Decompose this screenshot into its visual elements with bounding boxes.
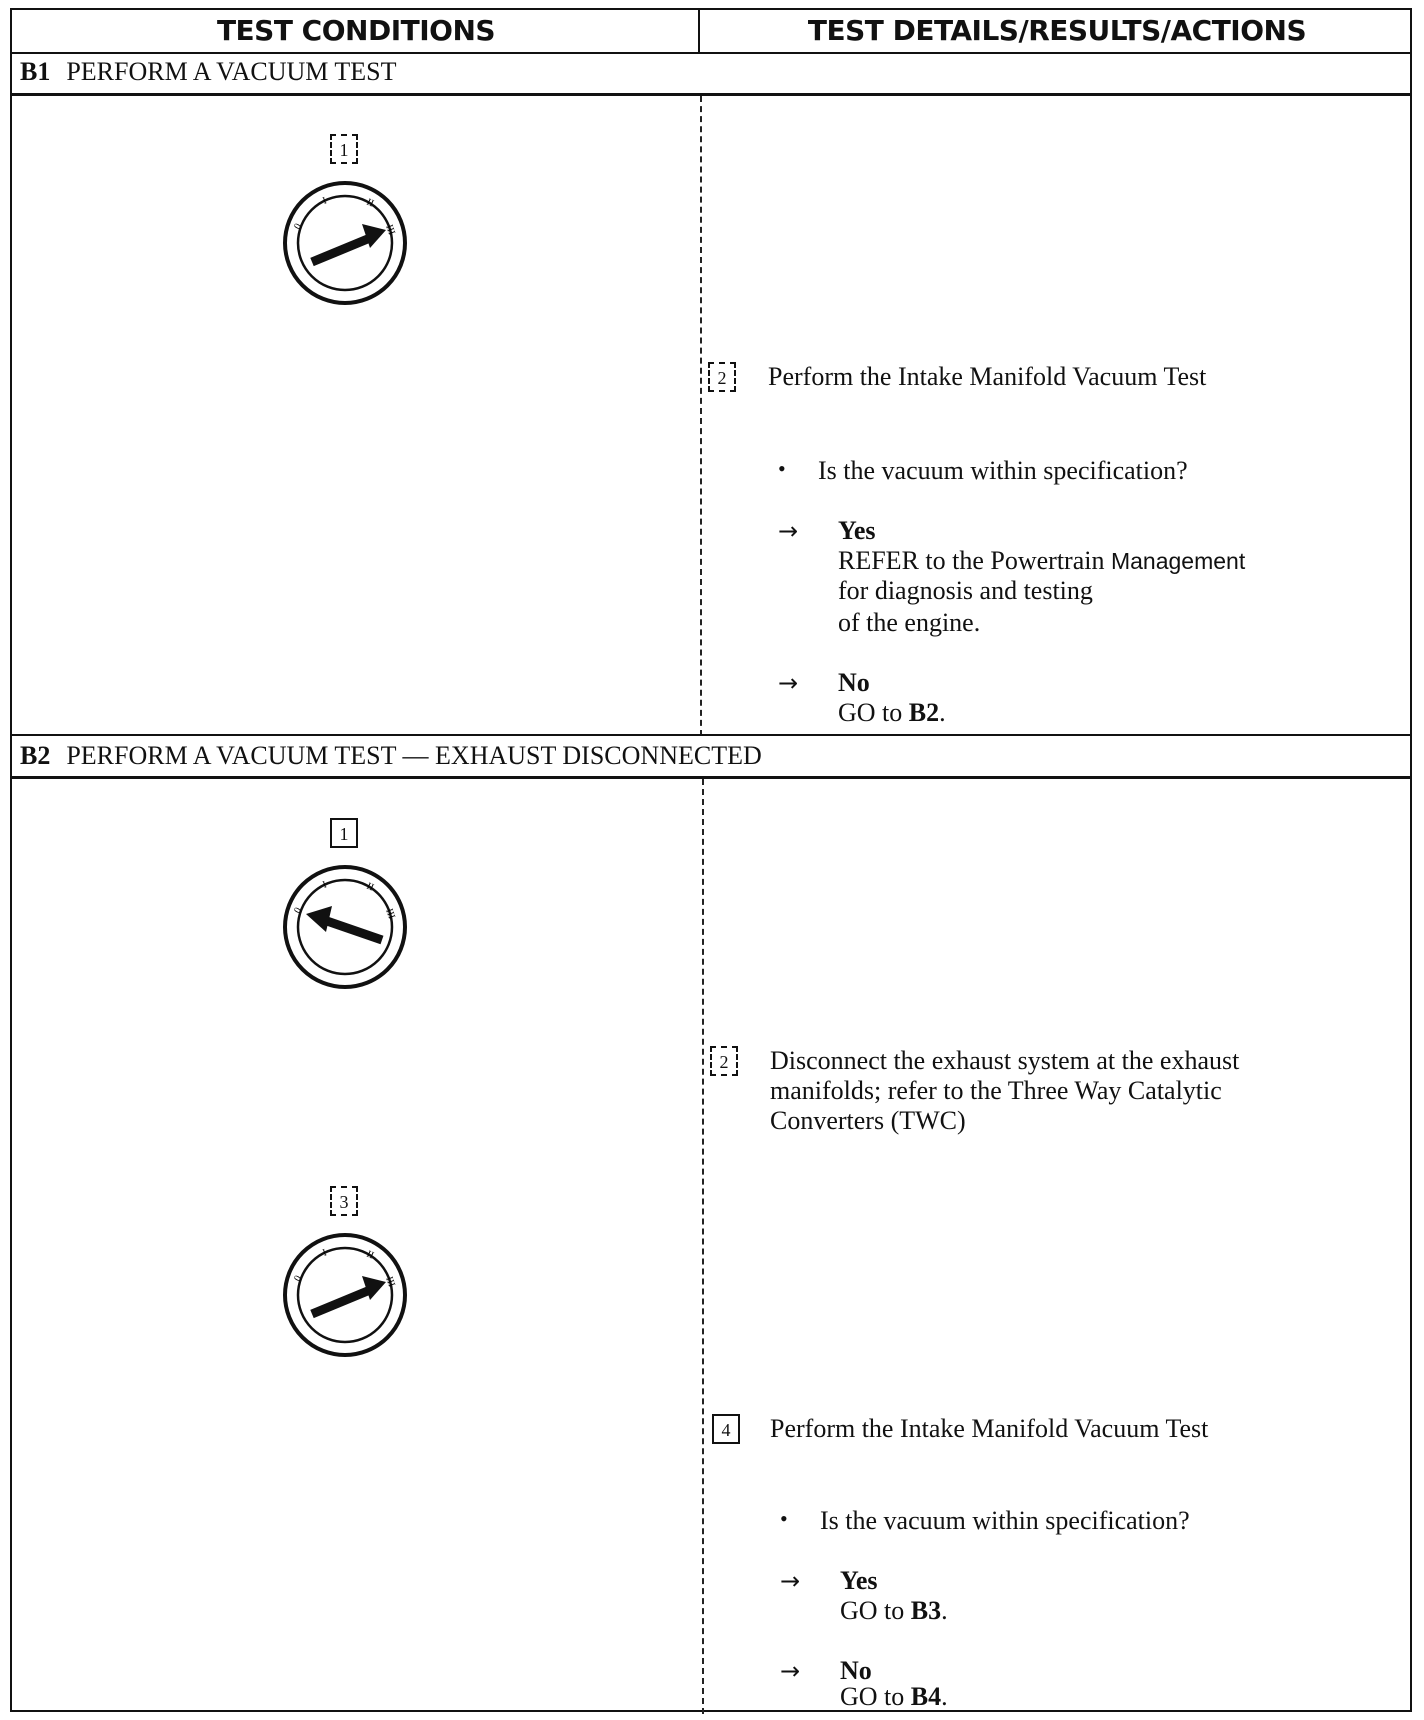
- step-box-b2-4: 4: [712, 1414, 740, 1444]
- section-rule-b1: [12, 93, 1410, 96]
- step-text-b2-4: Perform the Intake Manifold Vacuum Test: [770, 1414, 1209, 1443]
- bullet-b2: •: [780, 1506, 788, 1531]
- header-rule: [12, 52, 1410, 54]
- column-divider-b2: [702, 779, 704, 1714]
- svg-text:I: I: [321, 195, 328, 206]
- answer-yes-b1: Yes: [838, 516, 876, 545]
- question-b2: Is the vacuum within specification?: [820, 1506, 1190, 1535]
- result-yes-b1-line1-text: REFER to the Powertrain: [838, 546, 1105, 575]
- header-test-conditions: TEST CONDITIONS: [216, 14, 496, 47]
- svg-text:0: 0: [292, 222, 304, 232]
- go-prefix-b2-yes: GO to: [840, 1596, 911, 1625]
- answer-no-b1: No: [838, 668, 870, 697]
- svg-text:I: I: [321, 879, 328, 890]
- section-id-b2: B2: [20, 741, 51, 770]
- result-yes-b1-line1-tail: Management: [1110, 548, 1246, 574]
- go-target-b3-link[interactable]: B3: [910, 1596, 942, 1625]
- step-box-b1-2: 2: [708, 362, 736, 392]
- step-box-b2-2: 2: [710, 1046, 738, 1076]
- svg-text:II: II: [365, 1249, 376, 1262]
- go-suffix-b1: .: [939, 698, 946, 727]
- answer-yes-b2: Yes: [840, 1566, 878, 1595]
- section-heading-b1: PERFORM A VACUUM TEST: [66, 57, 397, 86]
- arrow-icon: →: [778, 669, 799, 697]
- section-title-b2: B2 PERFORM A VACUUM TEST — EXHAUST DISCON…: [20, 736, 762, 776]
- svg-text:II: II: [365, 881, 376, 894]
- step-box-b1-1: 1: [330, 134, 358, 164]
- svg-text:0: 0: [292, 1274, 304, 1284]
- go-prefix-b2-no: GO to: [840, 1682, 911, 1711]
- step-text-b2-2-line3: Converters (TWC): [770, 1106, 966, 1135]
- go-prefix-b1: GO to: [838, 698, 909, 727]
- answer-no-b2: No: [840, 1656, 872, 1685]
- go-target-b4-link[interactable]: B4: [910, 1682, 942, 1711]
- svg-text:I: I: [321, 1247, 328, 1258]
- svg-text:0: 0: [292, 906, 304, 916]
- result-no-b1: GO to B2.: [838, 698, 946, 728]
- step-text-b2-2-line1: Disconnect the exhaust system at the exh…: [770, 1046, 1240, 1075]
- step-text-b1-2: Perform the Intake Manifold Vacuum Test: [768, 362, 1207, 391]
- go-suffix-b2-no: .: [941, 1682, 948, 1711]
- section-id-b1: B1: [20, 57, 51, 86]
- svg-text:III: III: [383, 1275, 397, 1288]
- arrow-icon: →: [780, 1657, 801, 1685]
- section-title-b1: B1 PERFORM A VACUUM TEST: [20, 52, 397, 92]
- result-yes-b2: GO to B3.: [840, 1596, 948, 1626]
- ignition-switch-off-icon: 0 I II III: [282, 864, 408, 995]
- arrow-icon: →: [780, 1567, 801, 1595]
- step-box-b2-1: 1: [330, 818, 358, 848]
- section-top-rule-b2: [12, 734, 1410, 736]
- svg-text:III: III: [383, 907, 397, 920]
- header-divider: [698, 10, 700, 52]
- svg-text:II: II: [365, 197, 376, 210]
- section-rule-b2: [12, 776, 1410, 779]
- step-box-b2-3: 3: [330, 1186, 358, 1216]
- step-text-b2-2-line2: manifolds; refer to the Three Way Cataly…: [770, 1076, 1222, 1105]
- column-divider-b1: [700, 96, 702, 736]
- arrow-icon: →: [778, 517, 799, 545]
- result-yes-b1-line1: REFER to the Powertrain Management: [838, 546, 1245, 576]
- header-test-details: TEST DETAILS/RESULTS/ACTIONS: [807, 14, 1307, 47]
- ignition-switch-start-icon: 0 I II III: [282, 1232, 408, 1363]
- ignition-switch-start-icon: 0 I II III: [282, 180, 408, 311]
- question-b1: Is the vacuum within specification?: [818, 456, 1188, 485]
- svg-text:III: III: [383, 223, 397, 236]
- diagnostic-test-table: TEST CONDITIONS TEST DETAILS/RESULTS/ACT…: [10, 8, 1412, 1714]
- go-target-b2-link[interactable]: B2: [908, 698, 940, 727]
- go-suffix-b2-yes: .: [941, 1596, 948, 1625]
- section-heading-b2: PERFORM A VACUUM TEST — EXHAUST DISCONNE…: [66, 741, 762, 770]
- result-no-b2: GO to B4.: [840, 1682, 948, 1712]
- result-yes-b1-line3: of the engine.: [838, 608, 981, 637]
- result-yes-b1-line2: for diagnosis and testing: [838, 576, 1093, 605]
- bullet-b1: •: [778, 456, 786, 481]
